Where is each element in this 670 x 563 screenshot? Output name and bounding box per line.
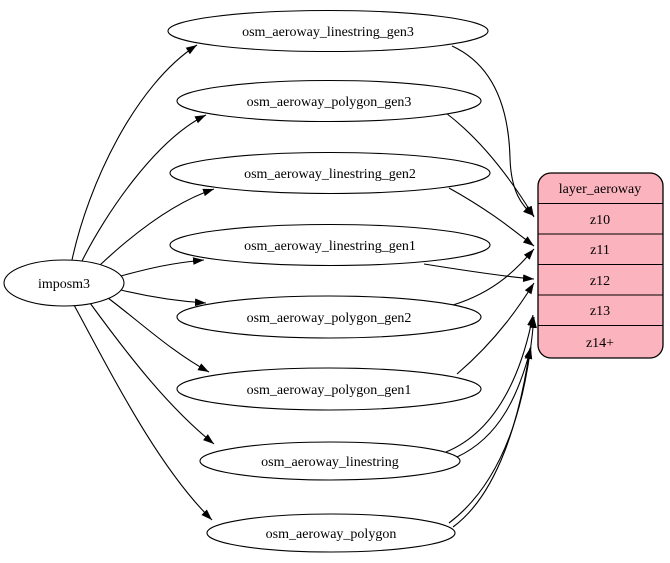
- table-ellipse: [199, 441, 461, 481]
- node-osm-aeroway-linestring-gen2: osm_aeroway_linestring_gen2: [169, 151, 491, 195]
- edge-imposm3-linestring-gen3: [71, 44, 198, 261]
- edge-group-tables-to-layer: [423, 45, 537, 528]
- table-ellipse: [169, 223, 491, 267]
- node-osm-aeroway-linestring: osm_aeroway_linestring: [199, 441, 461, 481]
- edge-imposm3-polygon-gen2: [120, 289, 207, 307]
- edge-linestring-gen3-z10: [451, 45, 535, 217]
- layer-row-z14: z14+: [586, 336, 614, 351]
- imposm3-ellipse: [3, 259, 125, 307]
- layer-row-z11: z11: [590, 243, 610, 258]
- node-osm-aeroway-polygon: osm_aeroway_polygon: [206, 513, 456, 553]
- node-osm-aeroway-polygon-gen3: osm_aeroway_polygon_gen3: [176, 79, 482, 123]
- edge-linestring-z14: [456, 346, 533, 458]
- table-ellipse: [167, 9, 489, 53]
- edge-polygon-gen1-z12: [456, 282, 535, 375]
- table-ellipse: [206, 513, 456, 553]
- node-layer-aeroway: layer_aeroway z10 z11 z12 z13 z14+: [537, 172, 664, 359]
- edge-linestring-gen2-z11: [448, 187, 535, 247]
- node-osm-aeroway-linestring-gen3: osm_aeroway_linestring_gen3: [167, 9, 489, 53]
- table-label: osm_aeroway_polygon: [266, 527, 397, 542]
- table-ellipse: [176, 367, 482, 411]
- node-osm-aeroway-polygon-gen1: osm_aeroway_polygon_gen1: [176, 367, 482, 411]
- table-ellipse: [176, 295, 482, 339]
- table-ellipse: [169, 151, 491, 195]
- edge-imposm3-linestring-gen2: [99, 188, 215, 266]
- edge-polygon-gen2-z11: [452, 248, 535, 306]
- edge-imposm3-polygon: [73, 304, 213, 521]
- edge-group-source-to-tables: [71, 44, 215, 521]
- table-label: osm_aeroway_polygon_gen3: [247, 95, 412, 110]
- edge-polygon-z14: [452, 347, 533, 528]
- table-label: osm_aeroway_linestring_gen3: [242, 25, 414, 40]
- table-ellipse: [176, 79, 482, 123]
- edge-imposm3-linestring: [89, 302, 215, 445]
- edge-imposm3-linestring-gen1: [120, 257, 205, 277]
- edge-imposm3-polygon-gen3: [81, 114, 207, 262]
- edge-imposm3-polygon-gen1: [107, 297, 210, 373]
- layer-record-box: [537, 172, 664, 359]
- edge-linestring-z13: [445, 314, 535, 453]
- layer-row-z10: z10: [590, 213, 610, 228]
- node-imposm3: imposm3: [3, 259, 125, 307]
- layer-row-z12: z12: [590, 274, 610, 289]
- edge-linestring-gen1-z12: [423, 263, 535, 282]
- edge-polygon-z13: [448, 316, 537, 524]
- imposm3-label: imposm3: [38, 277, 90, 292]
- layer-title: layer_aeroway: [559, 182, 641, 197]
- table-label: osm_aeroway_linestring_gen1: [244, 239, 416, 254]
- table-label: osm_aeroway_polygon_gen1: [247, 383, 412, 398]
- table-label: osm_aeroway_polygon_gen2: [247, 311, 412, 326]
- node-osm-aeroway-linestring-gen1: osm_aeroway_linestring_gen1: [169, 223, 491, 267]
- edge-polygon-gen3-z10: [445, 112, 535, 218]
- layer-row-z13: z13: [590, 304, 610, 319]
- table-label: osm_aeroway_linestring_gen2: [244, 167, 416, 182]
- table-label: osm_aeroway_linestring: [261, 455, 399, 470]
- node-osm-aeroway-polygon-gen2: osm_aeroway_polygon_gen2: [176, 295, 482, 339]
